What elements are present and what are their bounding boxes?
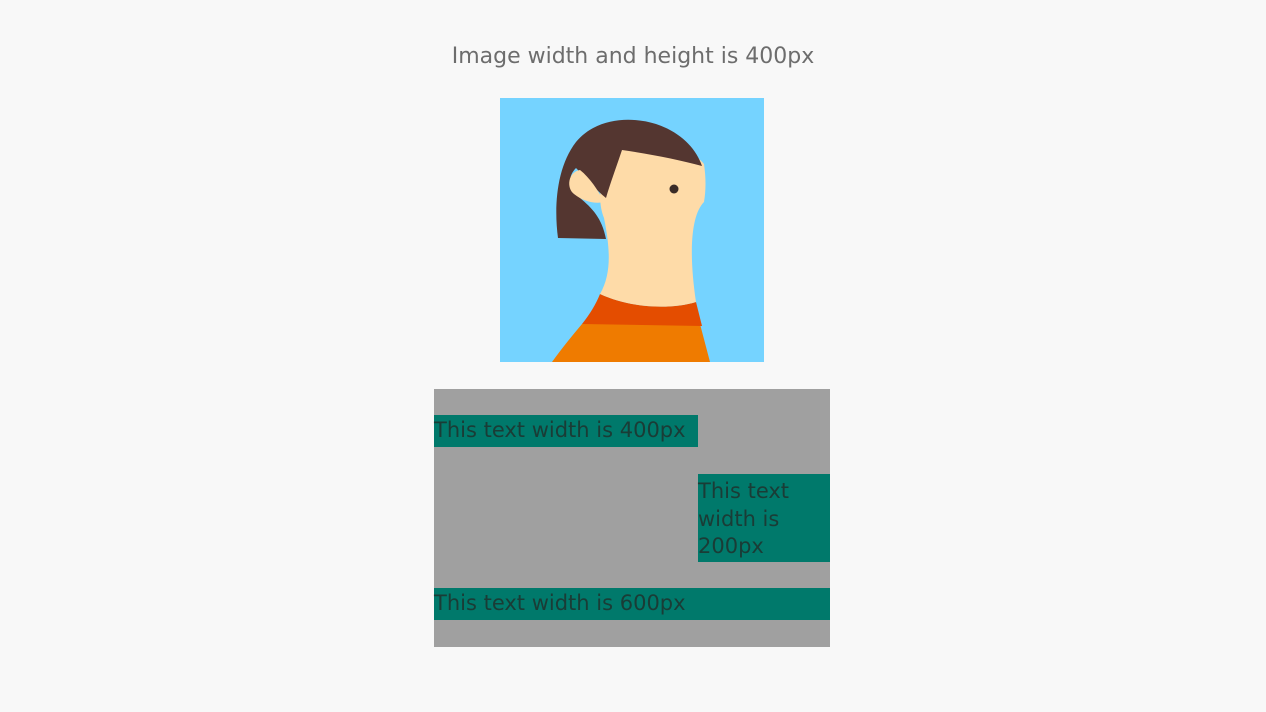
text-width-400-label: This text width is 400px: [434, 415, 698, 447]
person-portrait-icon: [500, 98, 764, 362]
text-width-600-label: This text width is 600px: [434, 588, 830, 620]
text-panel: This text width is 400px This text width…: [434, 389, 830, 647]
portrait-image: [500, 98, 764, 362]
text-width-200-label: This text width is 200px: [698, 474, 830, 562]
page-title: Image width and height is 400px: [451, 44, 815, 69]
